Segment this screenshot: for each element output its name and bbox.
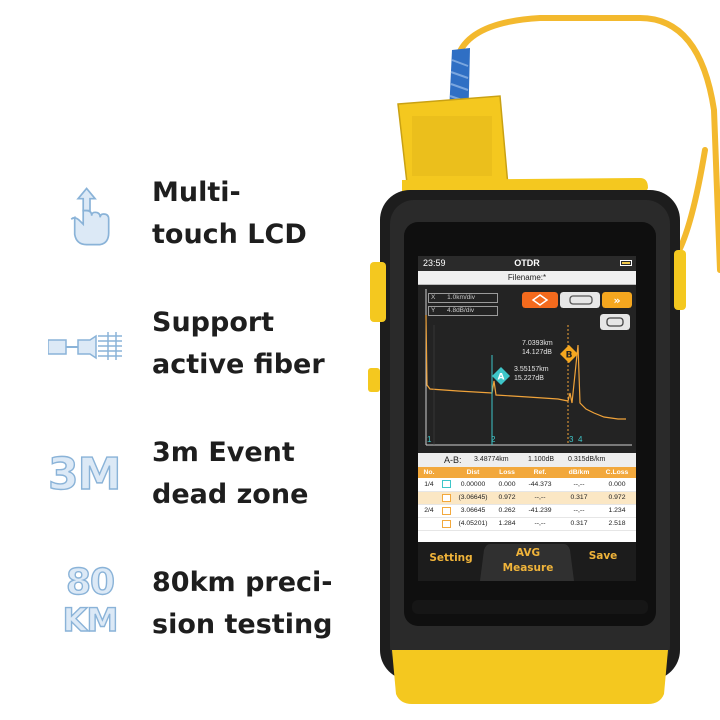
table-cell: --,-- xyxy=(520,491,560,505)
event-marker-4: 4 xyxy=(578,435,583,444)
80km-badge-icon: 80 KM xyxy=(62,562,119,639)
center-tab-shape xyxy=(480,544,574,581)
col-header: No. xyxy=(418,467,440,478)
table-row[interactable]: (4.05201) 1.284 --,-- 0.317 2.518 xyxy=(418,517,636,531)
ab-distance: 3.48774km xyxy=(474,456,509,463)
battery-icon xyxy=(620,260,632,266)
event-type-icon xyxy=(440,504,452,518)
col-header: dB/km xyxy=(560,467,598,478)
marker-b-readout: 7.0393km 14.127dB xyxy=(522,340,553,356)
table-cell: (4.05201) xyxy=(452,517,494,531)
event-table: No. Dist Loss Ref. dB/km C.Loss 1/4 0.00… xyxy=(418,467,636,531)
svg-text:»: » xyxy=(613,294,620,307)
clock: 23:59 xyxy=(423,258,446,268)
col-header: C.Loss xyxy=(598,467,636,478)
table-cell: 0.972 xyxy=(494,491,520,505)
ab-attenuation: 0.315dB/km xyxy=(568,456,606,463)
table-cell: --,-- xyxy=(560,478,598,492)
table-cell: 3.06645 xyxy=(452,504,494,518)
feature-line: touch LCD xyxy=(152,219,307,250)
feature-line: Support xyxy=(152,307,275,338)
otdr-trace-plot[interactable]: X 1.0km/div Y 4.8dB/div » xyxy=(418,285,636,453)
app-title: OTDR xyxy=(514,258,540,268)
table-cell: 0.000 xyxy=(494,478,520,492)
filename-field[interactable]: Filename:* xyxy=(418,271,636,285)
status-bar: 23:59 OTDR xyxy=(418,256,636,271)
col-header: Loss xyxy=(494,467,520,478)
feature-line: Multi- xyxy=(152,177,241,208)
next-event-button[interactable]: » xyxy=(602,292,632,308)
ab-label: A-B: xyxy=(444,455,462,465)
marker-a-icon[interactable]: A xyxy=(492,367,510,385)
table-row[interactable]: (3.06645) 0.972 --,-- 0.317 0.972 xyxy=(418,491,636,505)
table-cell: 1/4 xyxy=(418,478,440,492)
table-cell: 1.234 xyxy=(598,504,636,518)
zoom-button[interactable] xyxy=(560,292,600,308)
table-cell: 2.518 xyxy=(598,517,636,531)
table-row[interactable]: 1/4 0.00000 0.000 -44.373 --,-- 0.000 xyxy=(418,478,636,492)
event-marker-3: 3 xyxy=(569,435,574,444)
measure-button[interactable]: Measure xyxy=(502,562,554,574)
x-scale-box[interactable]: X 1.0km/div xyxy=(428,293,498,303)
feature-line: active fiber xyxy=(152,349,325,380)
table-cell: -44.373 xyxy=(520,478,560,492)
y-axis-tag: Y xyxy=(431,307,436,314)
softkey-bar: Setting AVG Measure Save xyxy=(418,542,636,581)
table-cell: 1.284 xyxy=(494,517,520,531)
y-scale-box[interactable]: Y 4.8dB/div xyxy=(428,306,498,316)
feature-line: sion testing xyxy=(152,609,333,640)
ab-summary-bar: A-B: 3.48774km 1.100dB 0.315dB/km xyxy=(418,453,636,467)
col-header: Ref. xyxy=(520,467,560,478)
table-cell: (3.06645) xyxy=(452,491,494,505)
3m-badge-icon: 3M xyxy=(47,449,122,500)
feature-line: 3m Event xyxy=(152,437,295,468)
table-cell: 0.317 xyxy=(560,517,598,531)
setting-button[interactable]: Setting xyxy=(429,552,473,564)
device-screen: 23:59 OTDR Filename:* X 1.0km/div Y 4.8d… xyxy=(418,256,636,581)
x-axis-tag: X xyxy=(431,294,436,301)
event-type-icon xyxy=(440,491,452,505)
table-cell: 2/4 xyxy=(418,504,440,518)
ab-loss: 1.100dB xyxy=(528,456,555,463)
table-cell: 0.262 xyxy=(494,504,520,518)
event-type-icon xyxy=(440,478,452,492)
event-type-icon xyxy=(440,517,452,531)
table-row[interactable]: 2/4 3.06645 0.262 -41.239 --,-- 1.234 xyxy=(418,504,636,518)
marker-toggle-button[interactable] xyxy=(522,292,558,308)
save-button[interactable]: Save xyxy=(588,550,618,562)
table-cell: 0.972 xyxy=(598,491,636,505)
avg-button[interactable]: AVG xyxy=(515,547,541,559)
table-cell: --,-- xyxy=(520,517,560,531)
col-header: Dist xyxy=(452,467,494,478)
link-view-button[interactable] xyxy=(600,314,630,330)
y-scale-value: 4.8dB/div xyxy=(447,307,475,314)
table-header: No. Dist Loss Ref. dB/km C.Loss xyxy=(418,467,636,478)
col-header xyxy=(440,467,452,478)
table-cell: -41.239 xyxy=(520,504,560,518)
feature-line: dead zone xyxy=(152,479,309,510)
table-cell: --,-- xyxy=(560,504,598,518)
table-cell: 0.317 xyxy=(560,491,598,505)
svg-text:A: A xyxy=(498,373,505,383)
feature-line: 80km preci- xyxy=(152,567,333,598)
table-cell: 0.000 xyxy=(598,478,636,492)
table-cell xyxy=(418,517,440,531)
x-scale-value: 1.0km/div xyxy=(447,294,475,301)
active-fiber-icon xyxy=(48,332,122,360)
table-cell: 0.00000 xyxy=(452,478,494,492)
table-cell xyxy=(418,491,440,505)
marker-b-icon[interactable]: B xyxy=(560,345,578,363)
marker-a-readout: 3.55157km 15.227dB xyxy=(514,366,549,382)
event-marker-2: 2 xyxy=(491,435,496,444)
svg-text:B: B xyxy=(566,351,573,361)
event-marker-1: 1 xyxy=(427,435,432,444)
touch-hand-icon xyxy=(70,187,110,246)
fiber-cable xyxy=(455,15,720,273)
